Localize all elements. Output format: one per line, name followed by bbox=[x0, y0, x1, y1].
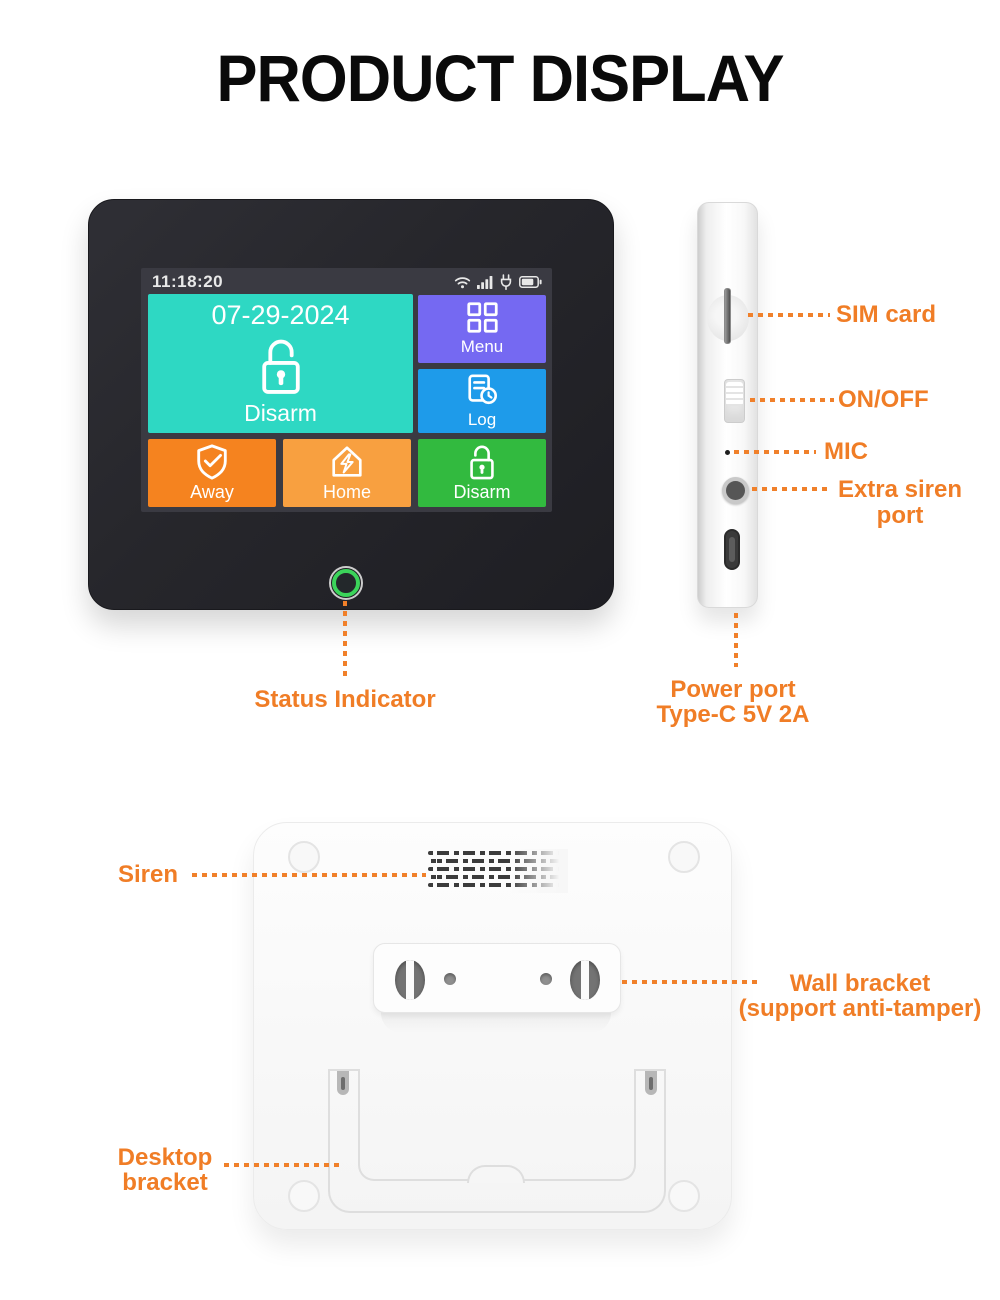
home-label: Home bbox=[322, 482, 371, 502]
label-status-indicator: Status Indicator bbox=[254, 686, 436, 713]
leader-status-indicator bbox=[343, 601, 347, 679]
status-icons bbox=[454, 274, 542, 290]
siren-jack bbox=[722, 477, 749, 504]
label-extra-siren-port: Extra siren port bbox=[836, 477, 964, 529]
corner-foot bbox=[668, 841, 700, 873]
leader-siren-port bbox=[752, 487, 832, 491]
latch-slot bbox=[649, 1077, 653, 1090]
bracket-screw-hole bbox=[540, 973, 552, 985]
siren-speaker-grille bbox=[428, 849, 568, 893]
log-clock-icon bbox=[465, 373, 499, 407]
corner-foot bbox=[668, 1180, 700, 1212]
shield-check-icon bbox=[193, 443, 231, 481]
alarm-panel-front-view: 11:18:20 bbox=[88, 199, 614, 610]
wall-bracket-lip bbox=[381, 1011, 611, 1033]
switch-knob bbox=[726, 382, 743, 406]
log-label: Log bbox=[467, 409, 497, 429]
stand-outer-outline bbox=[328, 1069, 666, 1213]
away-label: Away bbox=[190, 482, 234, 502]
desktop-bracket-stand bbox=[328, 1069, 666, 1213]
leader-onoff bbox=[750, 398, 834, 402]
type-c-inner bbox=[729, 537, 735, 562]
type-c-port bbox=[724, 529, 740, 570]
page-title: PRODUCT DISPLAY bbox=[216, 41, 785, 115]
slot-divider bbox=[406, 960, 414, 1000]
battery-icon bbox=[519, 276, 542, 288]
status-indicator-led bbox=[329, 566, 363, 600]
disarm-label: Disarm bbox=[453, 482, 511, 502]
grille-row bbox=[428, 875, 564, 879]
bracket-screw-hole bbox=[444, 973, 456, 985]
status-bar: 11:18:20 bbox=[141, 268, 552, 294]
log-tile: Log bbox=[418, 369, 546, 433]
main-disarm-tile: 07-29-2024 Disarm bbox=[148, 294, 413, 433]
grille-fade bbox=[510, 849, 568, 893]
corner-foot bbox=[288, 1180, 320, 1212]
unlock-icon bbox=[464, 443, 500, 481]
label-power-line2: Type-C 5V 2A bbox=[656, 701, 810, 728]
label-wall-line1: Wall bracket bbox=[789, 970, 931, 997]
label-wall-line2: (support anti-tamper) bbox=[738, 995, 982, 1022]
stand-arm-cap bbox=[328, 1069, 358, 1071]
label-desktop-bracket: Desktop bracket bbox=[103, 1145, 227, 1195]
grille-row bbox=[428, 867, 564, 871]
stand-latch bbox=[645, 1071, 657, 1095]
menu-label: Menu bbox=[460, 337, 504, 356]
stand-latch bbox=[337, 1071, 349, 1095]
disarm-tile: Disarm bbox=[418, 439, 546, 507]
grille-row bbox=[428, 883, 564, 887]
wall-bracket-plate bbox=[373, 943, 621, 1013]
label-on-off: ON/OFF bbox=[838, 386, 929, 413]
led-green-ring bbox=[332, 569, 360, 597]
bracket-keyhole-slot bbox=[395, 960, 425, 1000]
label-power-port: Power port Type-C 5V 2A bbox=[633, 677, 833, 727]
bracket-keyhole-slot bbox=[570, 960, 600, 1000]
label-desktop-line2: bracket bbox=[122, 1169, 208, 1196]
date-text: 07-29-2024 bbox=[211, 299, 350, 330]
unlock-icon bbox=[252, 335, 310, 397]
leader-wall-bracket bbox=[622, 980, 760, 984]
label-sim-card: SIM card bbox=[836, 301, 937, 328]
leader-siren bbox=[192, 873, 426, 877]
label-extra-siren-line2: port bbox=[876, 502, 924, 529]
leader-power-port bbox=[734, 613, 738, 667]
label-extra-siren-line1: Extra siren bbox=[837, 476, 963, 503]
home-bolt-icon bbox=[328, 443, 366, 481]
away-tile: Away bbox=[148, 439, 276, 507]
power-switch bbox=[724, 379, 745, 423]
sim-card-slot bbox=[724, 288, 731, 344]
leader-sim bbox=[748, 313, 830, 317]
wifi-icon bbox=[454, 275, 471, 289]
plug-icon bbox=[499, 274, 513, 290]
clock-time: 11:18:20 bbox=[152, 272, 224, 291]
alarm-panel-back-view bbox=[253, 822, 732, 1230]
alarm-panel-side-view bbox=[697, 202, 758, 608]
latch-slot bbox=[341, 1077, 345, 1090]
home-tile: Home bbox=[283, 439, 411, 507]
corner-foot bbox=[288, 841, 320, 873]
leader-mic bbox=[734, 450, 816, 454]
grille-row bbox=[428, 859, 564, 863]
stand-arm-cap bbox=[636, 1069, 666, 1071]
stand-finger-notch bbox=[467, 1165, 525, 1183]
grille-row bbox=[428, 851, 564, 855]
label-power-line1: Power port bbox=[670, 676, 796, 703]
touchscreen: 11:18:20 bbox=[141, 268, 552, 512]
label-mic: MIC bbox=[824, 438, 868, 465]
menu-tile: Menu bbox=[418, 295, 546, 363]
main-disarm-label: Disarm bbox=[244, 400, 317, 427]
mic-hole bbox=[725, 450, 730, 455]
leader-desktop-bracket bbox=[224, 1163, 340, 1167]
slot-divider bbox=[581, 960, 589, 1000]
label-siren: Siren bbox=[118, 861, 179, 888]
jack-inner bbox=[726, 481, 745, 500]
grid-icon bbox=[466, 301, 499, 334]
label-wall-bracket: Wall bracket (support anti-tamper) bbox=[728, 971, 992, 1021]
label-desktop-line1: Desktop bbox=[117, 1144, 213, 1171]
signal-icon bbox=[477, 275, 493, 289]
